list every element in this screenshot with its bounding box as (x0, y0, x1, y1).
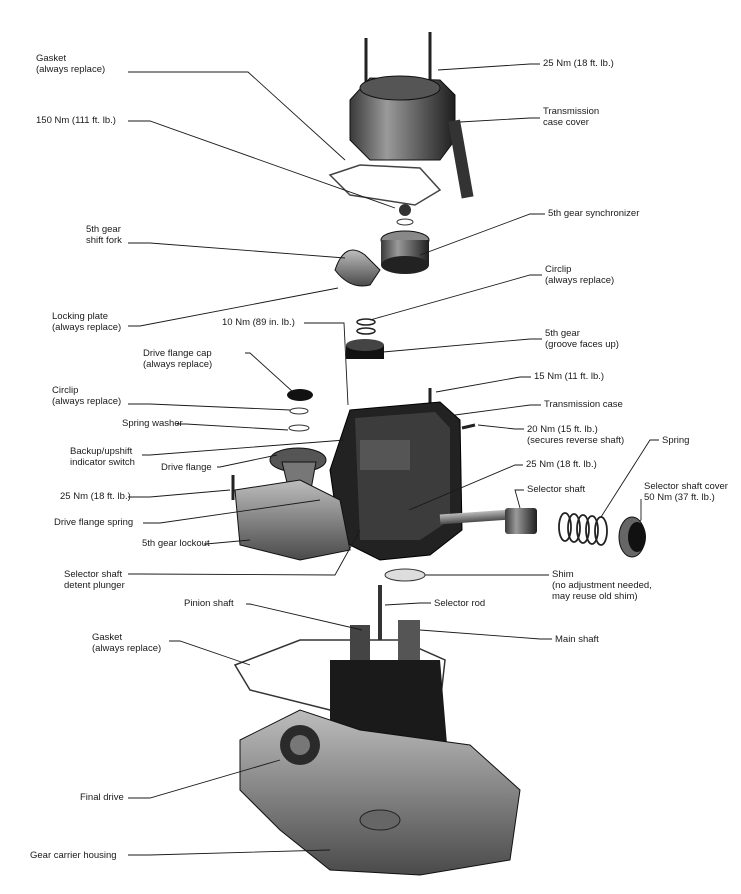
label-torque-15: 15 Nm (11 ft. lb.) (534, 371, 605, 382)
label-final-drive: Final drive (80, 792, 124, 803)
label-torque-cover-bolts: 25 Nm (18 ft. lb.) (543, 58, 614, 69)
circlip-upper2-part (356, 327, 376, 335)
label-torque-10: 10 Nm (89 in. lb.) (222, 317, 295, 328)
label-torque-20: 20 Nm (15 ft. lb.) (secures reverse shaf… (527, 424, 625, 446)
label-drive-flange-cap: Drive flange cap (always replace) (143, 348, 213, 370)
transmission-case-part (329, 401, 463, 561)
fifth-gear-part (346, 339, 384, 359)
label-drive-flange-spring: Drive flange spring (54, 517, 134, 528)
label-torque-150: 150 Nm (111 ft. lb.) (36, 115, 116, 126)
drive-flange-cap-part (287, 389, 313, 401)
gear-housing-left-part (234, 479, 351, 561)
label-fifth-gear-shift-fork: 5th gear shift fork (86, 224, 122, 246)
label-selector-rod: Selector rod (434, 598, 486, 609)
label-detent-plunger: Selector shaft detent plunger (64, 569, 125, 591)
gear-carrier-housing-part (239, 620, 521, 876)
leader-lines (128, 63, 659, 856)
selector-shaft-part (439, 508, 537, 534)
label-transmission-case-cover: Transmission case cover (543, 106, 600, 128)
spring-washer-part (288, 424, 310, 432)
label-transmission-case: Transmission case (544, 399, 623, 410)
label-gasket-top: Gasket (always replace) (36, 53, 106, 75)
synchronizer-part (380, 230, 430, 274)
top-gasket-part (328, 164, 442, 206)
washer-part (396, 218, 414, 226)
label-torque-25-right: 25 Nm (18 ft. lb.) (526, 459, 597, 470)
shim-part (384, 568, 426, 582)
label-selector-shaft-cover: Selector shaft cover 50 Nm (37 ft. lb.) (644, 481, 728, 503)
transmission-case-cover-part (349, 75, 474, 199)
label-main-shaft: Main shaft (555, 634, 599, 645)
label-selector-shaft: Selector shaft (527, 484, 586, 495)
label-fifth-gear: 5th gear (groove faces up) (545, 328, 619, 350)
label-gear-carrier-housing: Gear carrier housing (30, 850, 117, 861)
label-backup-switch: Backup/upshift indicator switch (70, 446, 135, 468)
label-fifth-gear-synchronizer: 5th gear synchronizer (548, 208, 640, 219)
label-fifth-gear-lockout: 5th gear lockout (142, 538, 210, 549)
label-circlip-left: Circlip (always replace) (52, 385, 122, 407)
label-locking-plate: Locking plate (always replace) (52, 311, 122, 333)
label-drive-flange: Drive flange (161, 462, 212, 473)
selector-shaft-cover-part (618, 516, 646, 558)
circlip-upper-part (356, 318, 376, 326)
spring-part (558, 512, 608, 546)
label-gasket-bottom: Gasket (always replace) (92, 632, 162, 654)
label-spring-washer: Spring washer (122, 418, 183, 429)
label-shim: Shim (no adjustment needed, may reuse ol… (552, 569, 652, 602)
label-torque-25-left: 25 Nm (18 ft. lb.) (60, 491, 131, 502)
label-spring: Spring (662, 435, 690, 446)
label-circlip-right: Circlip (always replace) (545, 264, 615, 286)
shift-fork-part (334, 249, 381, 287)
circlip-left-part (289, 407, 309, 415)
bolt-20-part (461, 423, 476, 430)
label-pinion-shaft: Pinion shaft (184, 598, 234, 609)
nut-150-part (399, 204, 411, 216)
